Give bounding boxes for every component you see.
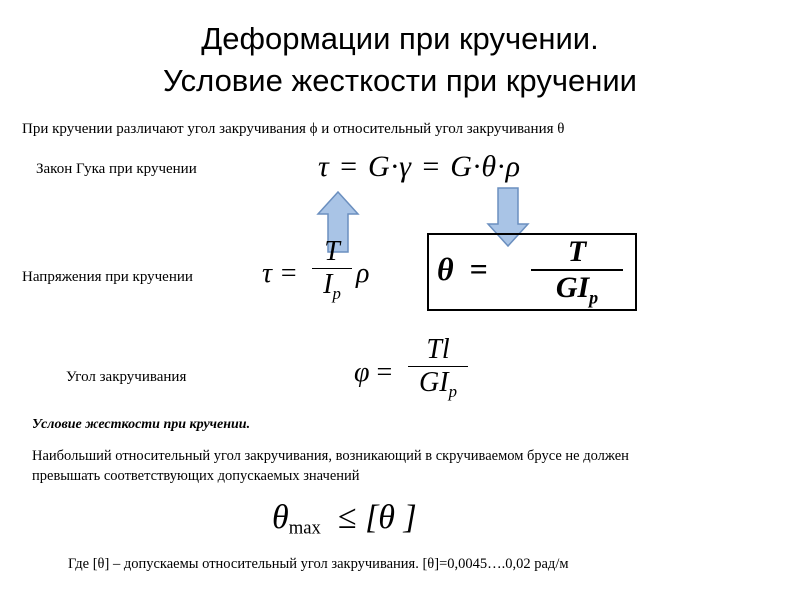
stress-rho: ρ: [356, 258, 370, 289]
twist-phi: φ =: [354, 357, 393, 388]
slide-title-line2: Условие жесткости при кручении: [163, 63, 637, 98]
rel-angle-denominator: GIp: [555, 271, 599, 308]
up-arrow-icon: [316, 190, 360, 253]
rigidity-text-line1: Наибольший относительный угол закручиван…: [32, 448, 629, 464]
relative-angle-box: θ = T GIp: [427, 233, 637, 311]
twist-numerator: Tl: [426, 334, 450, 365]
rigidity-text: Наибольший относительный угол закручиван…: [32, 446, 782, 486]
rigidity-text-line2: превышать соответствующих допускаемых зн…: [32, 468, 360, 484]
rigidity-heading: Условие жесткости при кручении.: [32, 417, 251, 432]
hooke-law-formula: τ = G·γ = G·θ·ρ: [318, 150, 522, 183]
rel-angle-lhs: θ =: [437, 251, 488, 287]
fraction-bar: [531, 269, 623, 271]
footnote: Где [θ] – допускаемы относительный угол …: [68, 556, 569, 572]
intro-text: При кручении различают угол закручивания…: [22, 121, 565, 137]
twist-angle-label: Угол закручивания: [66, 369, 187, 385]
fraction-bar: [312, 268, 352, 269]
rigidity-condition-formula: θmax ≤ [θ ]: [272, 499, 417, 539]
stress-tau: τ =: [262, 258, 298, 289]
stress-denominator: Ip: [323, 269, 341, 303]
twist-fraction: Tl GIp: [408, 334, 468, 402]
stress-label: Напряжения при кручении: [22, 269, 193, 285]
stress-fraction: T Ip: [312, 236, 352, 304]
stress-numerator: T: [324, 236, 340, 267]
fraction-bar: [408, 366, 468, 367]
slide-title-line1: Деформации при кручении.: [201, 21, 599, 56]
rel-angle-fraction: T GIp: [531, 235, 623, 308]
twist-denominator: GIp: [419, 367, 457, 401]
down-arrow-icon: [486, 187, 530, 248]
hooke-law-label: Закон Гука при кручении: [36, 161, 197, 177]
rel-angle-numerator: T: [567, 235, 587, 268]
